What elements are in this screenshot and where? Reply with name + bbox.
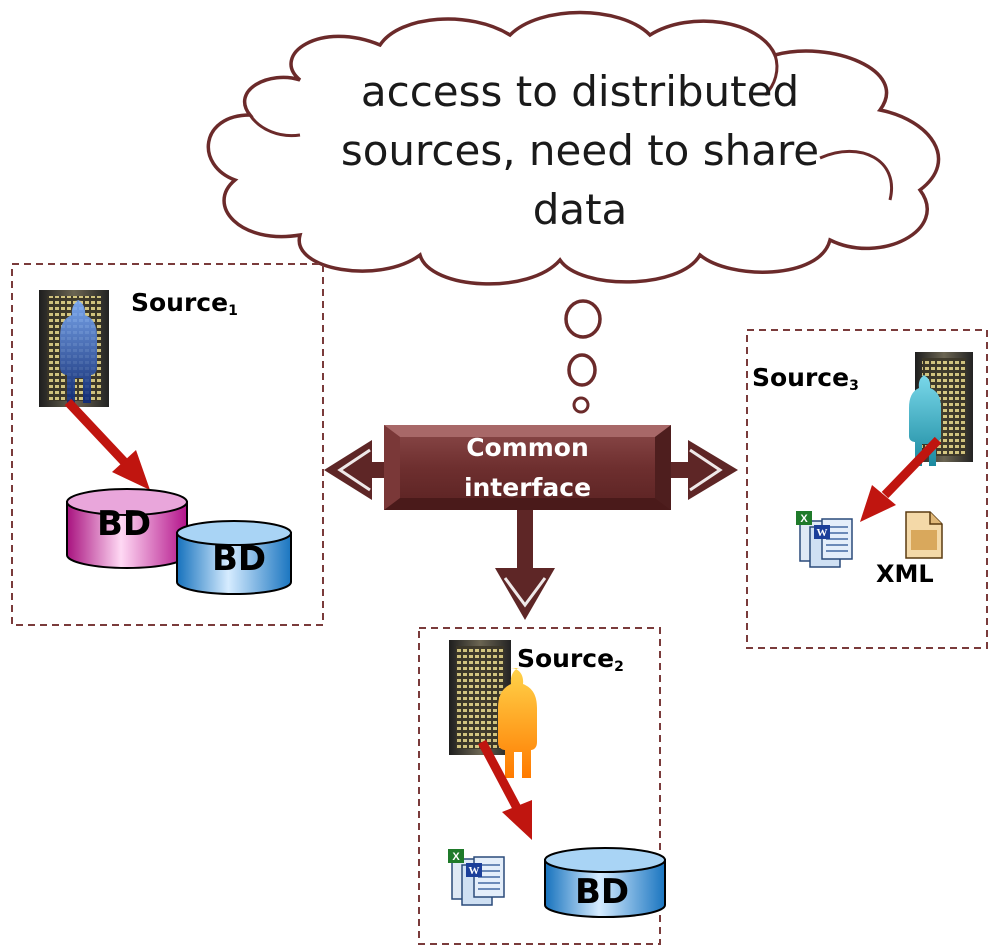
xml-file-icon [905, 511, 943, 559]
source-2-subscript: 2 [614, 659, 624, 675]
cloud-line-1: access to distributed [360, 67, 800, 116]
documents-icon-source-2 [447, 848, 505, 906]
source-1-title: Source1 [131, 288, 238, 319]
source-1-subscript: 1 [228, 303, 238, 319]
common-interface-label: Common interface [384, 425, 671, 510]
source-3-label: Source [752, 363, 850, 392]
source-3-title: Source3 [752, 363, 859, 394]
database-icon-source-2 [544, 847, 666, 918]
source-3-box [746, 329, 988, 649]
source-3-red-arrow [860, 436, 942, 522]
source-2-label: Source [517, 644, 615, 673]
documents-icon-source-3 [795, 510, 853, 568]
source-1-red-arrow [64, 398, 150, 490]
thought-cloud [206, 10, 941, 414]
source-2-red-arrow [478, 739, 532, 840]
cloud-line-3: data [532, 185, 628, 234]
source-3-subscript: 3 [849, 378, 859, 394]
database-icon-blue [176, 520, 292, 595]
interface-arrows [324, 440, 738, 620]
source-2-server-icon [449, 640, 537, 778]
common-interface-box [384, 425, 671, 510]
source-2-box [418, 627, 661, 945]
source-2-bd-label: BD [575, 872, 630, 912]
source-1-bd-label-1: BD [97, 504, 152, 544]
cloud-line-2: sources, need to share [340, 126, 820, 175]
source-2-title: Source2 [517, 644, 624, 675]
source-3-xml-label: XML [876, 560, 934, 588]
source-3-server-icon [909, 352, 973, 466]
interface-line-1: Common [466, 433, 589, 462]
source-1-label: Source [131, 288, 229, 317]
source-1-server-icon [39, 290, 109, 407]
database-icon-magenta [66, 488, 188, 569]
interface-line-2: interface [463, 473, 592, 502]
source-1-bd-label-2: BD [212, 539, 267, 579]
cloud-text: access to distributed sources, need to s… [300, 62, 860, 239]
